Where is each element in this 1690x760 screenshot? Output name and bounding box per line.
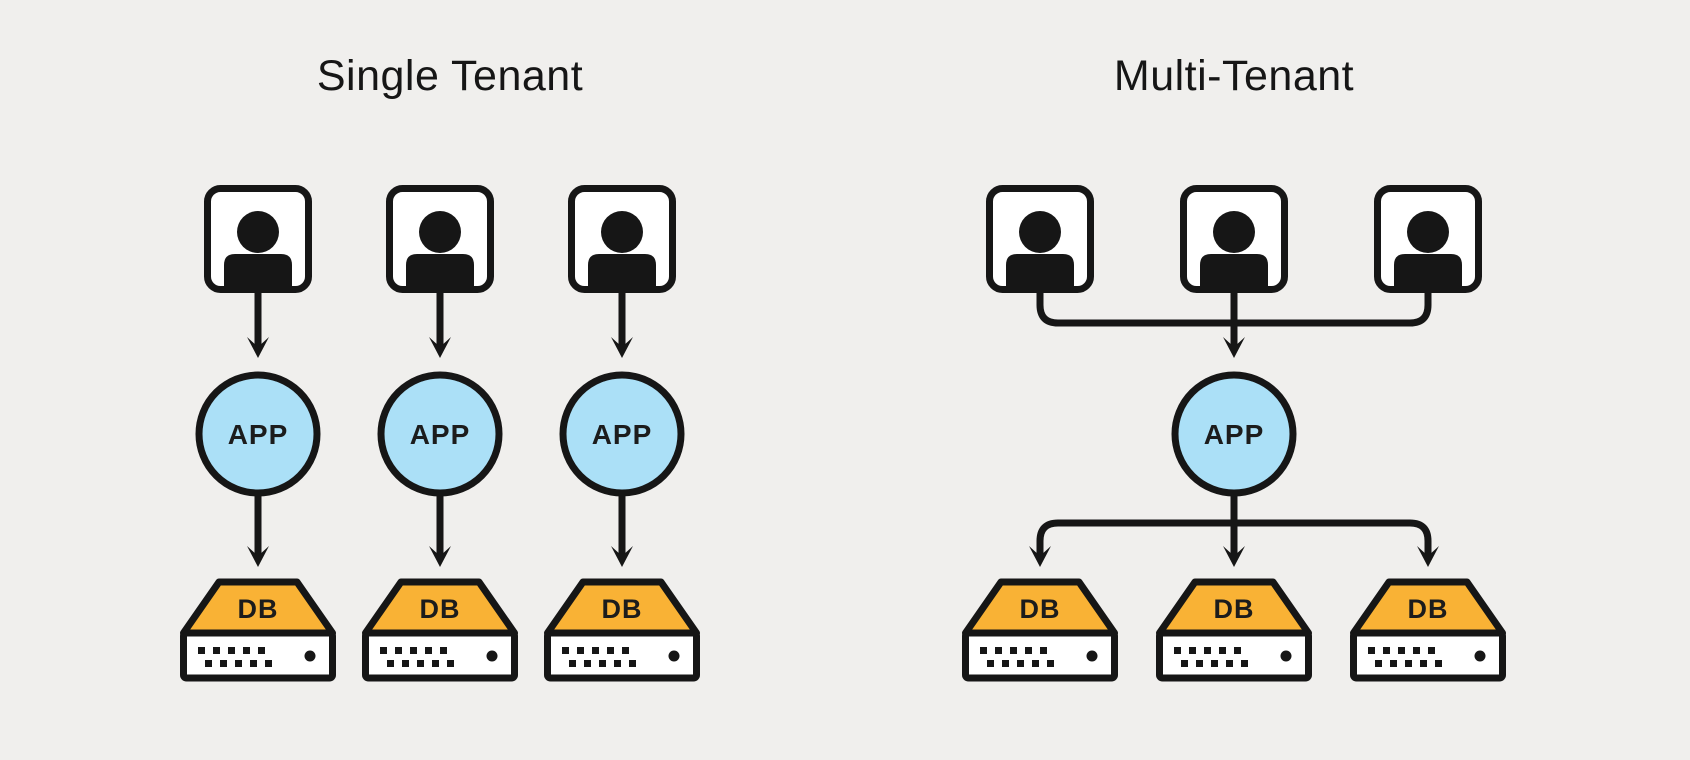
app-circle-node [377, 371, 503, 497]
multi-tenant-panel: Multi-Tenant APP DB [966, 52, 1503, 678]
db-label: DB [1020, 594, 1061, 624]
arrow-user-to-app [611, 291, 633, 358]
app-label: APP [592, 419, 653, 450]
db-label: DB [420, 594, 461, 624]
single-tenant-panel: Single Tenant APP DB [184, 52, 697, 678]
fan-in-connector [1036, 290, 1432, 358]
arrow-app-to-db [611, 495, 633, 567]
user-avatar-icon [1378, 189, 1479, 290]
app-circle-node [559, 371, 685, 497]
arrow-app-to-db [247, 495, 269, 567]
user-avatar-icon [572, 189, 673, 290]
branch-line [1036, 519, 1432, 557]
user-avatar-icon [990, 189, 1091, 290]
user-avatar-icon [1184, 189, 1285, 290]
fan-out-connector [1029, 495, 1439, 567]
db-label: DB [238, 594, 279, 624]
multi-tenant-title: Multi-Tenant [1114, 52, 1354, 100]
single-tenant-column: APP DB [548, 189, 697, 679]
single-tenant-column: APP DB [366, 189, 515, 679]
user-avatar-icon [208, 189, 309, 290]
app-circle-node [195, 371, 321, 497]
app-label: APP [228, 419, 289, 450]
user-avatar-icon [390, 189, 491, 290]
arrow-user-to-app [429, 291, 451, 358]
db-label: DB [1408, 594, 1449, 624]
single-tenant-title: Single Tenant [317, 52, 583, 100]
arrow-user-to-app [247, 291, 269, 358]
db-label: DB [602, 594, 643, 624]
app-label: APP [410, 419, 471, 450]
db-label: DB [1214, 594, 1255, 624]
app-circle-node [1171, 371, 1297, 497]
arrow-app-to-db [429, 495, 451, 567]
app-label: APP [1204, 419, 1265, 450]
single-tenant-column: APP DB [184, 189, 333, 679]
